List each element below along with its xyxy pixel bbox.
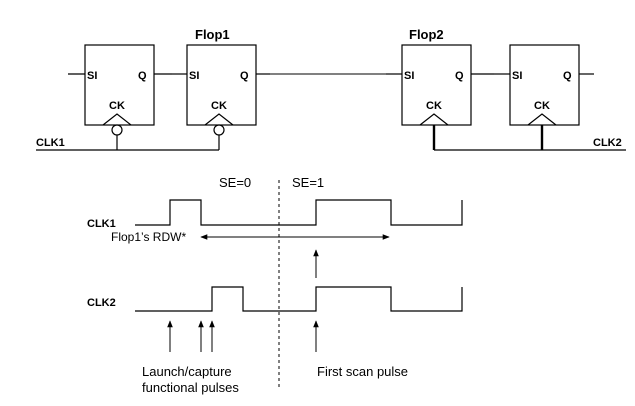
flop-a	[68, 44, 172, 150]
flop-a-si-label: SI	[87, 70, 97, 82]
schematic-labels: SI Q CK Flop1 SI Q CK Flop2 SI Q CK SI Q…	[36, 27, 622, 149]
flop-d	[494, 44, 594, 150]
flop-a-q-label: Q	[138, 70, 147, 82]
clk1-net-label: CLK1	[36, 137, 65, 149]
launch-capture-label-line2: functional pulses	[142, 380, 239, 395]
rdw-label: Flop1’s RDW*	[111, 230, 186, 244]
first-scan-label: First scan pulse	[317, 364, 408, 379]
flop1	[172, 44, 270, 150]
inverter-bubble-icon	[111, 124, 123, 136]
flop1-name: Flop1	[195, 27, 230, 42]
flop-a-ck-label: CK	[109, 100, 125, 112]
inverter-bubble-icon	[213, 124, 225, 136]
clk2-wave-label: CLK2	[87, 297, 116, 309]
flop1-q-label: Q	[240, 70, 249, 82]
flop2	[386, 44, 494, 150]
flop2-ck-label: CK	[426, 100, 442, 112]
flop2-q-label: Q	[455, 70, 464, 82]
clk2-net-label: CLK2	[593, 137, 622, 149]
timing-diagram: SE=0 SE=1 CLK1 Flop1’s RDW* CLK2 Launch/…	[87, 175, 463, 395]
mode-after-label: SE=1	[292, 175, 324, 190]
flop-d-q-label: Q	[563, 70, 572, 82]
schematic	[36, 44, 626, 151]
clk2-waveform	[135, 286, 463, 312]
flop2-name: Flop2	[409, 27, 444, 42]
flop-d-si-label: SI	[512, 70, 522, 82]
clk1-wave-label: CLK1	[87, 218, 116, 230]
flop2-si-label: SI	[404, 70, 414, 82]
flop-d-ck-label: CK	[534, 100, 550, 112]
flop1-ck-label: CK	[211, 100, 227, 112]
flop1-si-label: SI	[189, 70, 199, 82]
clk1-waveform	[135, 199, 463, 226]
mode-before-label: SE=0	[219, 175, 251, 190]
launch-capture-label-line1: Launch/capture	[142, 364, 232, 379]
